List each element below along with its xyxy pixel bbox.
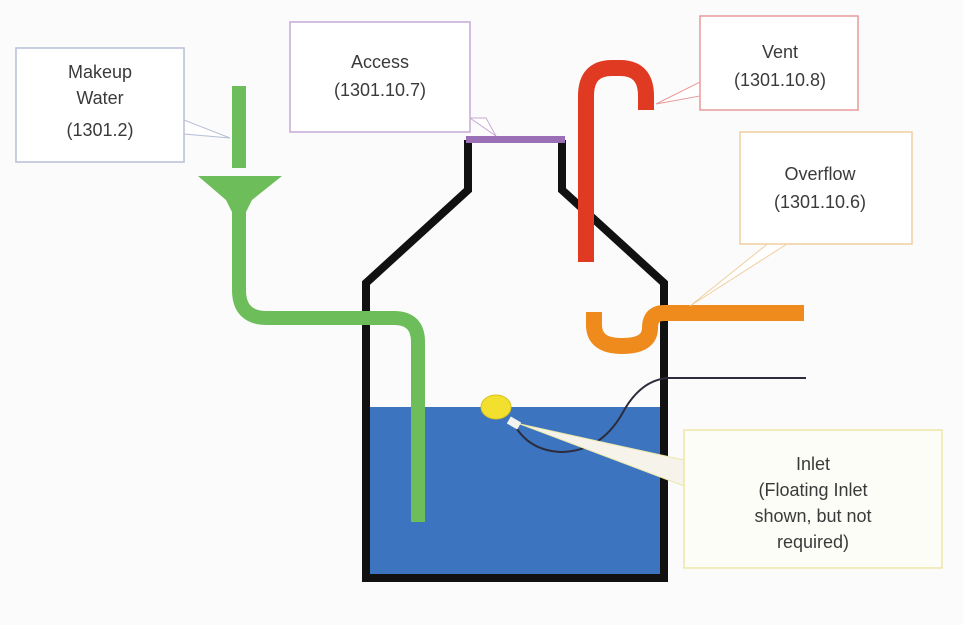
vent-callout-line2: (1301.10.8) bbox=[734, 70, 826, 90]
vent-callout-pointer bbox=[655, 81, 701, 105]
inlet-callout-line1: Inlet bbox=[796, 454, 830, 474]
makeup-water-pipe bbox=[198, 86, 425, 522]
access-lid bbox=[466, 136, 565, 143]
access-callout: Access (1301.10.7) bbox=[289, 21, 471, 133]
inlet-callout-line3: shown, but not bbox=[754, 506, 871, 526]
makeup-callout-line2: Water bbox=[76, 88, 123, 108]
inlet-callout-line4: required) bbox=[777, 532, 849, 552]
float-hose bbox=[513, 377, 806, 454]
inlet-callout: Inlet (Floating Inlet shown, but not req… bbox=[683, 429, 943, 569]
overflow-callout: Overflow (1301.10.6) bbox=[739, 131, 913, 245]
makeup-callout-line1: Makeup bbox=[68, 62, 132, 82]
overflow-callout-line2: (1301.10.6) bbox=[774, 192, 866, 212]
floating-inlet-nozzle bbox=[506, 416, 522, 430]
access-callout-line2: (1301.10.7) bbox=[334, 80, 426, 100]
vent-callout: Vent (1301.10.8) bbox=[699, 15, 859, 111]
overflow-pipe bbox=[586, 305, 804, 355]
vent-pipe bbox=[578, 60, 654, 262]
overflow-callout-pointer bbox=[689, 241, 792, 307]
vent-callout-line1: Vent bbox=[762, 42, 798, 62]
access-callout-pointer bbox=[468, 117, 497, 137]
inlet-callout-line2: (Floating Inlet bbox=[758, 480, 867, 500]
makeup-water-callout: Makeup Water (1301.2) bbox=[15, 47, 185, 163]
access-callout-line1: Access bbox=[351, 52, 409, 72]
makeup-callout-line3: (1301.2) bbox=[66, 120, 133, 140]
floating-inlet-float bbox=[480, 394, 512, 420]
overflow-callout-line1: Overflow bbox=[784, 164, 856, 184]
makeup-callout-pointer bbox=[183, 119, 231, 139]
